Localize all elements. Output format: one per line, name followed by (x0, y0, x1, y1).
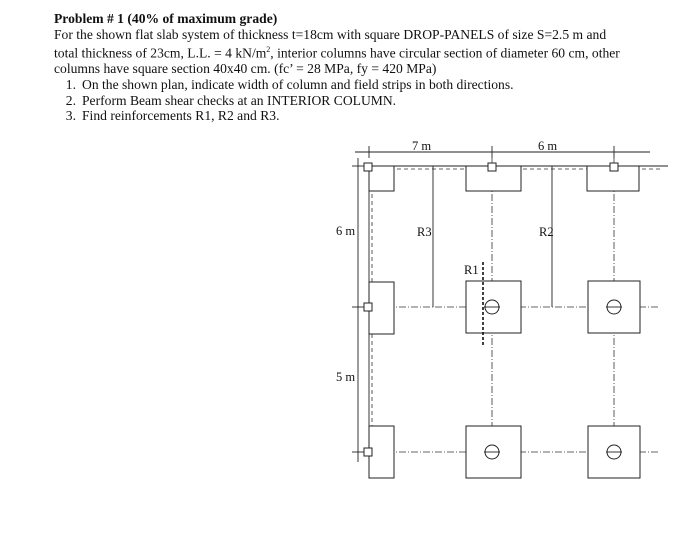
task-text: On the shown plan, indicate width of col… (82, 76, 514, 92)
intro-line-1: For the shown flat slab system of thickn… (54, 26, 607, 42)
span-label-x1: 7 m (412, 139, 431, 153)
intro-line-3: columns have square section 40x40 cm. (f… (54, 61, 437, 77)
label-r1: R1 (464, 263, 479, 277)
span-label-y1: 6 m (336, 224, 355, 238)
square-column (487, 162, 497, 172)
task-number: 1. (65, 76, 76, 92)
square-column (363, 447, 373, 457)
span-label-x2: 6 m (538, 139, 557, 153)
task-number: 3. (65, 108, 76, 124)
drop-panels (368, 165, 641, 479)
plan-labels: 7 m 6 m 6 m 5 m R3 R2 R1 (336, 139, 557, 384)
drop-panel-left-edge (368, 281, 395, 335)
problem-statement: Problem # 1 (40% of maximum grade) For t… (54, 11, 684, 124)
drop-panel-corner (368, 165, 395, 192)
task-item: 2. Perform Beam shear checks at an INTERI… (54, 93, 684, 109)
intro-line-2: total thickness of 23cm, L.L. = 4 kN/m2,… (54, 42, 684, 61)
intro-line-2-start: total thickness of 23cm, L.L. = 4 kN/m (54, 45, 267, 61)
task-number: 2. (65, 92, 76, 108)
task-item: 3. Find reinforcements R1, R2 and R3. (54, 108, 684, 124)
intro-line-2-superscript: 2 (266, 45, 271, 55)
label-r2: R2 (539, 225, 554, 239)
task-text: Perform Beam shear checks at an INTERIOR… (82, 92, 397, 108)
intro-line-2-end: , interior columns have circular section… (270, 45, 620, 61)
dimension-lines (352, 146, 650, 462)
drop-panel-interior (465, 280, 522, 334)
label-r3: R3 (417, 225, 432, 239)
task-list: 1. On the shown plan, indicate width of c… (54, 77, 684, 124)
square-column (363, 162, 373, 172)
square-column (363, 302, 373, 312)
task-text: Find reinforcements R1, R2 and R3. (82, 108, 280, 124)
task-item: 1. On the shown plan, indicate width of c… (54, 77, 684, 93)
columns (363, 162, 622, 460)
problem-title: Problem # 1 (40% of maximum grade) (54, 11, 278, 26)
reinforcement-lines (432, 166, 553, 347)
square-column (609, 162, 619, 172)
drop-panel-left-edge (368, 425, 395, 479)
span-label-y2: 5 m (336, 370, 355, 384)
